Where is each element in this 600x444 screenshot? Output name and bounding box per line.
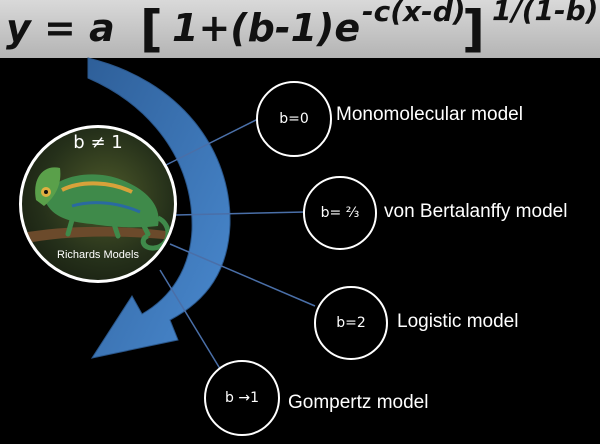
label-logistic: Logistic model bbox=[397, 311, 519, 332]
node-logistic: b=2 bbox=[314, 286, 388, 360]
center-title-label: Richards Models bbox=[57, 249, 139, 261]
connector-bertalanffy bbox=[175, 211, 306, 216]
node-gompertz: b →1 bbox=[204, 360, 280, 436]
connector-monomolecular bbox=[159, 118, 259, 169]
node-monomolecular: b=0 bbox=[256, 81, 332, 157]
formula-lhs: y = a bbox=[6, 6, 115, 50]
node-condition: b=2 bbox=[336, 315, 366, 331]
formula-inner-exponent: -c(x-d) bbox=[362, 0, 466, 28]
formula-right-bracket: ] bbox=[462, 0, 485, 58]
label-gompertz: Gompertz model bbox=[288, 392, 429, 413]
label-bertalanffy: von Bertalanffy model bbox=[384, 201, 568, 222]
node-bertalanffy: b= ⅔ bbox=[303, 176, 377, 250]
curved-arrow bbox=[87, 57, 231, 359]
node-condition: b=0 bbox=[279, 111, 309, 127]
formula-left-bracket: [ bbox=[140, 0, 163, 58]
center-condition-label: b ≠ 1 bbox=[73, 132, 123, 153]
connector-logistic bbox=[169, 243, 316, 307]
formula-banner: y = a [ 1+(b-1)e -c(x-d) ] 1/(1-b) bbox=[0, 0, 600, 58]
node-condition: b →1 bbox=[225, 390, 259, 406]
chameleon-illustration bbox=[22, 167, 174, 251]
formula-inner: 1+(b-1)e bbox=[172, 6, 361, 50]
node-condition: b= ⅔ bbox=[320, 205, 360, 221]
label-monomolecular: Monomolecular model bbox=[336, 104, 523, 125]
formula-outer-exponent: 1/(1-b) bbox=[492, 0, 599, 27]
connector-gompertz bbox=[159, 269, 223, 373]
richards-models-circle: b ≠ 1 Richards Models bbox=[19, 125, 177, 283]
